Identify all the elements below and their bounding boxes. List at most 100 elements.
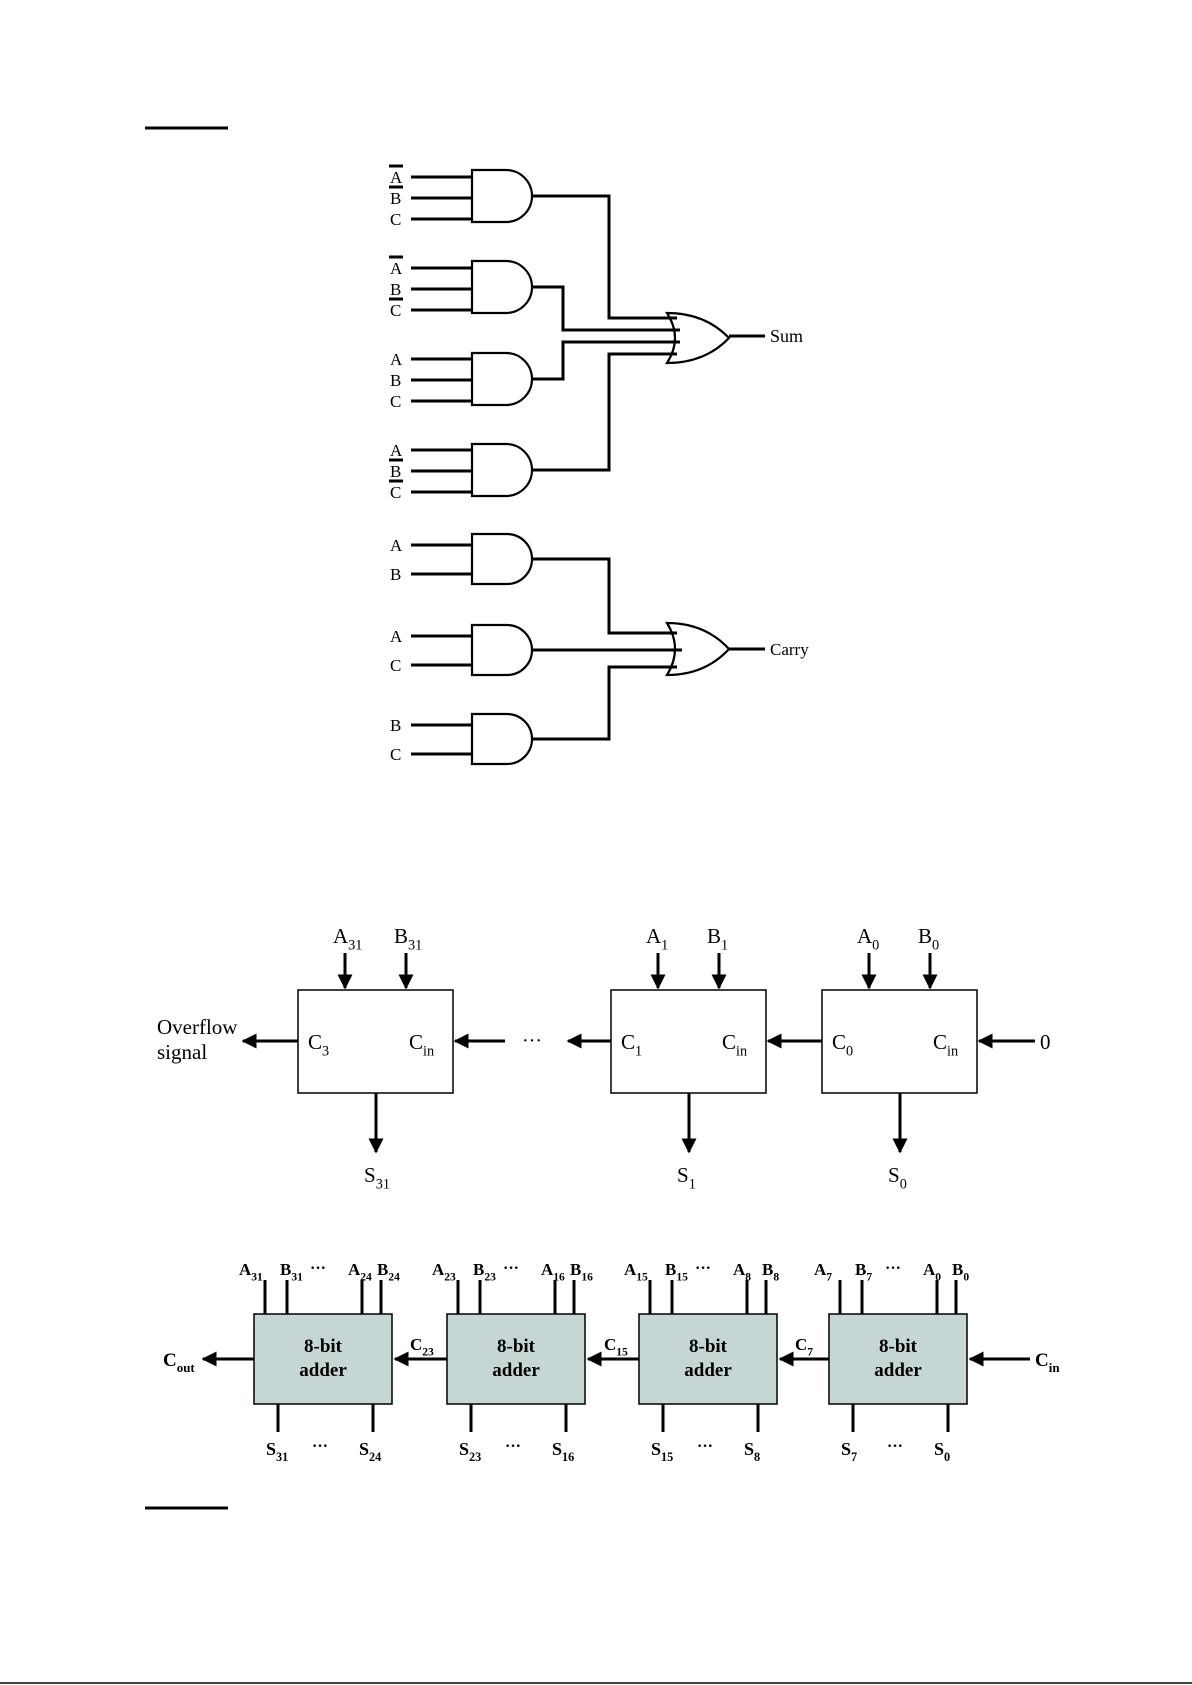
adder-block-1-input-4-label-sub: 24 bbox=[388, 1270, 400, 1283]
cell-1-a-input-label-base: A bbox=[333, 924, 349, 948]
cell-3-b-input-label-sub: 0 bbox=[932, 938, 939, 954]
adder-block-2-input-2-label: B23 bbox=[473, 1260, 496, 1283]
adder-block-4-input-3-label: A0 bbox=[923, 1260, 941, 1283]
cell-2-b-input-label-base: B bbox=[707, 924, 721, 948]
adder-block-2-input-4-label-base: B bbox=[570, 1260, 581, 1279]
adder-block-4-input-3-label-base: A bbox=[923, 1260, 936, 1279]
adder-block-3-sum-first-label-base: S bbox=[651, 1439, 661, 1459]
adder-block-1-input-1-label-sub: 31 bbox=[251, 1270, 263, 1283]
carry-c23-label-base: C bbox=[410, 1335, 422, 1354]
adder-block-3-sum-first-label: S15 bbox=[651, 1439, 673, 1464]
cell-2-sum-output-label-sub: 1 bbox=[689, 1177, 696, 1193]
cell-1-b-input-label-base: B bbox=[394, 924, 408, 948]
adder-block-2-input-3-label-sub: 16 bbox=[553, 1270, 565, 1283]
carry-and-1-input-b-label: B bbox=[390, 565, 401, 584]
adder-block-4-input-1-label-sub: 7 bbox=[826, 1270, 832, 1283]
adder-block-1-input-1-label-base: A bbox=[239, 1260, 252, 1279]
adder-block-1-input-3-label-sub: 24 bbox=[360, 1270, 372, 1283]
adder-block-4-input-1-label-base: A bbox=[814, 1260, 827, 1279]
sum-wire-and1-to-or bbox=[532, 194, 677, 320]
cell-1-carry-in-label-sub: in bbox=[423, 1044, 434, 1060]
adder-block-1-input-1-label: A31 bbox=[239, 1260, 263, 1283]
adder-block-3-sum-last-label-sub: 8 bbox=[754, 1450, 760, 1464]
adder-block-2-input-4-label-sub: 16 bbox=[581, 1270, 593, 1283]
sum-and-2-input-b-label: B bbox=[390, 280, 401, 299]
sum-wire-and2-to-or bbox=[532, 285, 680, 332]
adder-block-4-label-line-1: 8-bit bbox=[879, 1336, 918, 1357]
carry-and-3-input-c-label: C bbox=[390, 745, 401, 764]
adder-block-3-input-2-label: B15 bbox=[665, 1260, 688, 1283]
sum-and-1-input-c-label: C bbox=[390, 210, 401, 229]
cell-2-a-input-label-sub: 1 bbox=[661, 938, 668, 954]
adder-block-2-sum-first-label: S23 bbox=[459, 1439, 481, 1464]
adder-block-4-input-2-label-base: B bbox=[855, 1260, 866, 1279]
carry-c7-label-base: C bbox=[795, 1335, 807, 1354]
cell-3-b-input-label: B0 bbox=[918, 924, 939, 954]
adder-block-2-input-3-label-base: A bbox=[541, 1260, 554, 1279]
adder-block-1-sum-last-label-base: S bbox=[359, 1439, 369, 1459]
carry-and-gate-1 bbox=[470, 532, 534, 586]
carry-and-gate-2 bbox=[470, 623, 534, 677]
adder-block-2-input-4-label: B16 bbox=[570, 1260, 593, 1283]
adder-block-4-label-line-2: adder bbox=[874, 1360, 922, 1381]
sum-and-4-input-c-label: C bbox=[390, 483, 401, 502]
adder-block-1-input-2-label-base: B bbox=[280, 1260, 291, 1279]
sum-or-gate bbox=[664, 311, 731, 365]
sum-and-3-input-a-label: A bbox=[390, 350, 403, 369]
cell-2-carry-in-label-sub: in bbox=[736, 1044, 747, 1060]
cell-3-sum-output-label: S0 bbox=[888, 1163, 907, 1193]
cell-3-carry-in-label-sub: in bbox=[947, 1044, 958, 1060]
cell-3-carry-in-label-base: C bbox=[933, 1030, 947, 1054]
adder-block-3-input-3-label-base: A bbox=[733, 1260, 746, 1279]
adder-block-1-label-line-2: adder bbox=[299, 1360, 347, 1381]
cout-label: Cout bbox=[163, 1350, 195, 1375]
adder-block-3-label-line-1: 8-bit bbox=[689, 1336, 728, 1357]
carry-c7-label-sub: 7 bbox=[807, 1345, 813, 1358]
sum-wire-and4-to-or bbox=[532, 352, 677, 472]
adder-block-1-input-3-label: A24 bbox=[348, 1260, 372, 1283]
adder-block-1-sum-last-label-sub: 24 bbox=[369, 1450, 381, 1464]
adder-block-4-sum-first-label-sub: 7 bbox=[851, 1450, 857, 1464]
carry-wire-and3-to-or bbox=[532, 665, 677, 741]
adder-block-3-input-1-label: A15 bbox=[624, 1260, 648, 1283]
carry-and-1-input-a-label: A bbox=[390, 536, 403, 555]
cell-2-carry-out-label-base: C bbox=[621, 1030, 635, 1054]
cin-label-base: C bbox=[1035, 1350, 1049, 1371]
cell-2-a-input-label-base: A bbox=[646, 924, 662, 948]
zero-carry-in-label: 0 bbox=[1040, 1030, 1051, 1054]
carry-c23-label: C23 bbox=[410, 1335, 434, 1358]
adder-block-2-sum-last-label: S16 bbox=[552, 1439, 574, 1464]
sum-and-gate-1 bbox=[470, 168, 534, 224]
overflow-label-line-2: signal bbox=[157, 1040, 207, 1064]
adder-block-3-input-3-label: A8 bbox=[733, 1260, 751, 1283]
cell-1-b-input-label-sub: 31 bbox=[408, 938, 422, 954]
adder-block-3-sum-ellipsis: ··· bbox=[697, 1438, 713, 1455]
adder-block-4-input-ellipsis: ··· bbox=[885, 1260, 901, 1277]
adder-block-2-input-3-label: A16 bbox=[541, 1260, 565, 1283]
cell-3-carry-out-label-base: C bbox=[832, 1030, 846, 1054]
cell-2-carry-in-label: Cin bbox=[722, 1030, 747, 1060]
cell-3-b-input-label-base: B bbox=[918, 924, 932, 948]
cell-1-b-input-label: B31 bbox=[394, 924, 422, 954]
adder-block-3-input-2-label-base: B bbox=[665, 1260, 676, 1279]
adder-block-1-sum-first-label-sub: 31 bbox=[276, 1450, 288, 1464]
adder-block-4-input-2-label-sub: 7 bbox=[866, 1270, 872, 1283]
adder-block-3-input-1-label-sub: 15 bbox=[636, 1270, 648, 1283]
carry-c23-label-sub: 23 bbox=[422, 1345, 434, 1358]
carry-c7-label: C7 bbox=[795, 1335, 813, 1358]
sum-wire-and3-to-or bbox=[532, 340, 680, 381]
adder-block-4-sum-last-label-base: S bbox=[934, 1439, 944, 1459]
adder-block-3 bbox=[638, 1313, 778, 1405]
full-adder-cell-2 bbox=[610, 989, 767, 1094]
cell-3-carry-out-label-sub: 0 bbox=[846, 1044, 853, 1060]
adder-block-1-input-2-label: B31 bbox=[280, 1260, 303, 1283]
adder-block-3-input-4-label: B8 bbox=[762, 1260, 779, 1283]
sum-and-3-input-b-label: B bbox=[390, 371, 401, 390]
cell-2-carry-out-label: C1 bbox=[621, 1030, 642, 1060]
cell-1-carry-in-label-base: C bbox=[409, 1030, 423, 1054]
adder-block-2-input-1-label-sub: 23 bbox=[444, 1270, 456, 1283]
adder-block-4-sum-ellipsis: ··· bbox=[887, 1438, 903, 1455]
adder-block-2-input-1-label-base: A bbox=[432, 1260, 445, 1279]
sum-and-1-input-b-label: B bbox=[390, 189, 401, 208]
